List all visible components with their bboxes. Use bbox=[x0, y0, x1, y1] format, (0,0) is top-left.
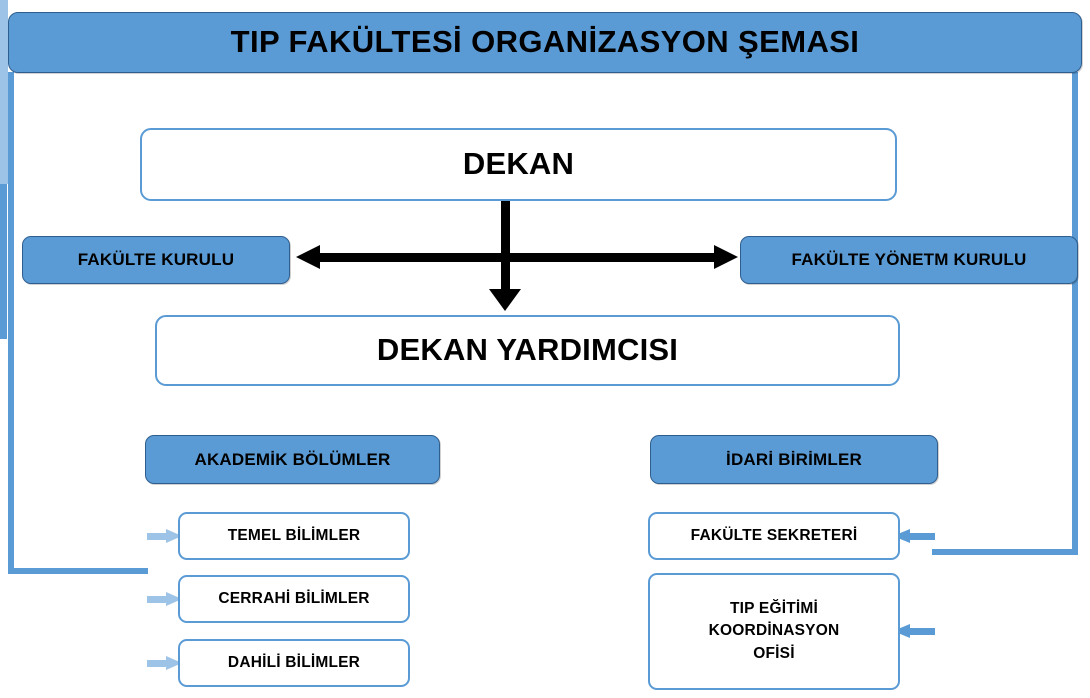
frame-connector-left-vertical bbox=[8, 72, 14, 574]
arrow-shaft bbox=[909, 628, 935, 635]
arrow-boards-shaft bbox=[318, 253, 722, 262]
node-academic-departments[interactable]: AKADEMİK BÖLÜMLER bbox=[145, 435, 440, 484]
frame-connector-left-horizontal bbox=[8, 568, 148, 574]
node-faculty-executive-board[interactable]: FAKÜLTE YÖNETM KURULU bbox=[740, 236, 1078, 284]
arrow-dean-to-vice-dean-head bbox=[489, 289, 521, 311]
arrow-shaft bbox=[147, 660, 169, 667]
node-temel-bilimler[interactable]: TEMEL BİLİMLER bbox=[178, 512, 410, 560]
chart-title: TIP FAKÜLTESİ ORGANİZASYON ŞEMASI bbox=[8, 12, 1082, 73]
node-fakulte-sekreteri[interactable]: FAKÜLTE SEKRETERİ bbox=[648, 512, 900, 560]
arrow-dean-to-vice-dean-shaft bbox=[501, 201, 510, 291]
arrow-shaft bbox=[909, 533, 935, 540]
node-vice-dean[interactable]: DEKAN YARDIMCISI bbox=[155, 315, 900, 386]
node-faculty-board[interactable]: FAKÜLTE KURULU bbox=[22, 236, 290, 284]
node-administrative-units[interactable]: İDARİ BİRİMLER bbox=[650, 435, 938, 484]
node-line-2: KOORDİNASYON bbox=[708, 622, 840, 640]
node-dean[interactable]: DEKAN bbox=[140, 128, 897, 201]
node-line-3: OFİSİ bbox=[753, 644, 795, 662]
frame-connector-right-horizontal bbox=[932, 549, 1078, 555]
arrow-shaft bbox=[147, 596, 169, 603]
academic-branch-spine bbox=[0, 0, 8, 184]
node-dahili-bilimler[interactable]: DAHİLİ BİLİMLER bbox=[178, 639, 410, 687]
node-cerrahi-bilimler[interactable]: CERRAHİ BİLİMLER bbox=[178, 575, 410, 623]
arrow-to-exec-board-head bbox=[714, 245, 738, 269]
node-line-1: TIP EĞİTİMİ bbox=[729, 599, 819, 617]
node-tip-egitimi-koordinasyon-ofisi[interactable]: TIP EĞİTİMİ KOORDİNASYON OFİSİ bbox=[648, 573, 900, 690]
arrow-shaft bbox=[147, 533, 169, 540]
administrative-branch-spine bbox=[0, 184, 7, 339]
frame-connector-right-vertical bbox=[1072, 72, 1078, 555]
arrow-to-faculty-board-head bbox=[296, 245, 320, 269]
